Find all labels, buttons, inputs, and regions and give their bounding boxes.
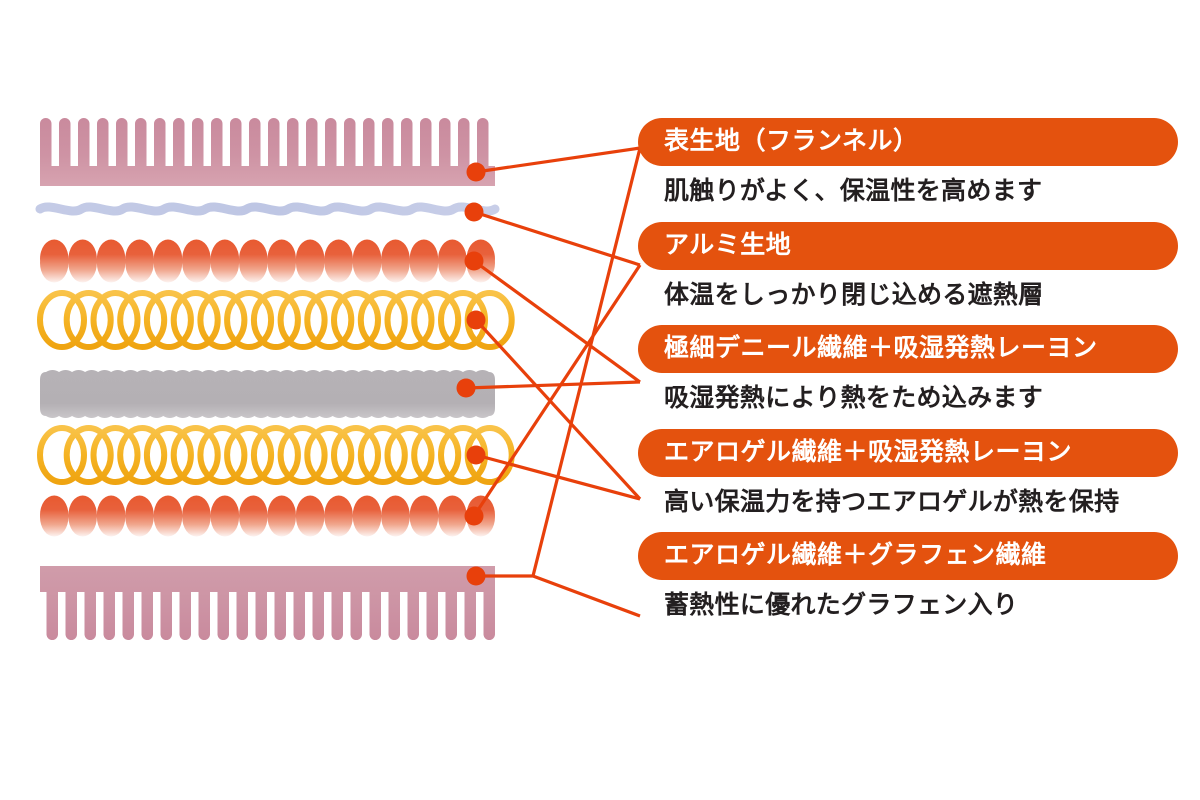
layer-wave-line <box>35 202 500 216</box>
label-panel: 表生地（フランネル） 肌触りがよく、保温性を高めます アルミ生地 体温をしっかり… <box>638 118 1178 636</box>
layer-description: 高い保温力を持つエアロゲルが熱を保持 <box>664 486 1120 516</box>
label-entry: エアロゲル繊維＋吸湿発熱レーヨン 高い保温力を持つエアロゲルが熱を保持 <box>638 428 1178 519</box>
layer-title-pill[interactable]: 極細デニール繊維＋吸湿発熱レーヨン <box>638 325 1178 373</box>
layer-bump-band-upper <box>40 239 495 283</box>
layer-title-pill[interactable]: アルミ生地 <box>638 221 1178 270</box>
label-entry: エアロゲル繊維＋グラフェン繊維 蓄熱性に優れたグラフェン入り <box>638 532 1178 622</box>
layer-description: 蓄熱性に優れたグラフェン入り <box>664 590 1019 619</box>
layer-bump-band-lower <box>40 495 495 537</box>
layer-coil-chain-upper <box>37 290 515 350</box>
layer-title-pill[interactable]: エアロゲル繊維＋グラフェン繊維 <box>638 532 1178 580</box>
label-entry: 表生地（フランネル） 肌触りがよく、保温性を高めます <box>638 118 1178 208</box>
layer-gray-band <box>40 370 495 418</box>
layer-comb-top <box>40 118 495 186</box>
layer-stack <box>0 0 560 800</box>
layer-description: 吸湿発熱により熱をため込みます <box>664 383 1044 412</box>
layer-description: 体温をしっかり閉じ込める遮熱層 <box>664 279 1044 309</box>
layer-description: 肌触りがよく、保温性を高めます <box>664 176 1043 205</box>
layer-coil-chain-lower <box>37 425 515 485</box>
layer-title-pill[interactable]: 表生地（フランネル） <box>638 118 1178 166</box>
layer-title-pill[interactable]: エアロゲル繊維＋吸湿発熱レーヨン <box>638 428 1178 477</box>
layer-comb-bottom <box>40 566 495 640</box>
label-entry: 極細デニール繊維＋吸湿発熱レーヨン 吸湿発熱により熱をため込みます <box>638 325 1178 415</box>
label-entry: アルミ生地 体温をしっかり閉じ込める遮熱層 <box>638 221 1178 312</box>
